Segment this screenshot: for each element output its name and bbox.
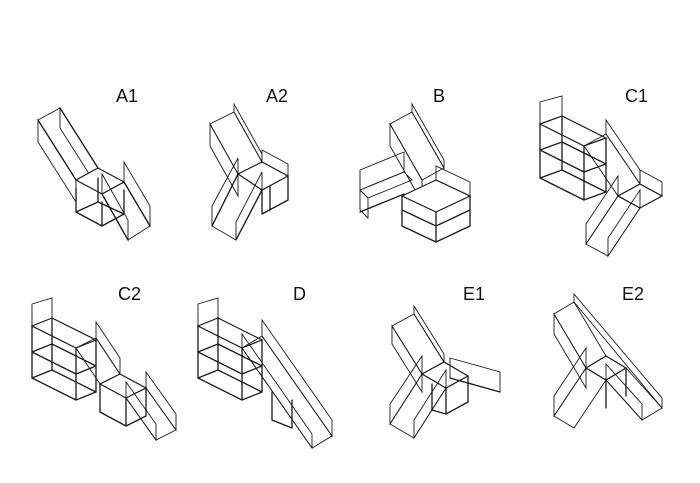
stair-c2 <box>30 297 177 442</box>
stair-a2 <box>209 102 290 241</box>
stair-d <box>196 297 333 450</box>
stair-c1 <box>538 95 664 258</box>
stair-a1 <box>37 106 151 242</box>
stair-e1 <box>389 304 501 440</box>
stair-b <box>359 102 472 243</box>
stair-e2 <box>553 292 663 429</box>
